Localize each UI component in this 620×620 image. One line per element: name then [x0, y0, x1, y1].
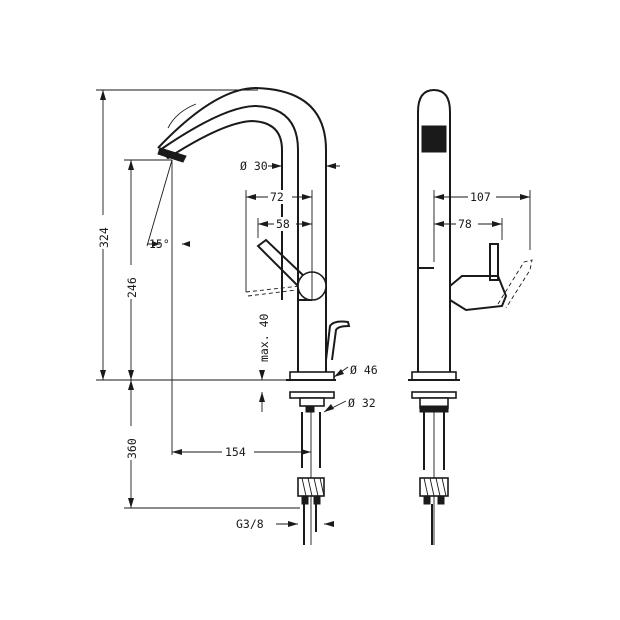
dim-g38: G3/8 — [236, 517, 264, 531]
dim-diameter-30: Ø 30 — [240, 159, 268, 173]
mount-flange — [289, 391, 335, 399]
threaded-stem — [301, 412, 321, 468]
dim-246: 246 — [125, 277, 139, 298]
dim-72: 72 — [270, 190, 284, 204]
dim-58: 58 — [276, 217, 290, 231]
dim-78: 78 — [458, 217, 472, 231]
side-spout-outline — [417, 88, 451, 372]
side-base-ring — [411, 371, 457, 381]
spout-outer — [157, 86, 327, 372]
dim-360: 360 — [125, 438, 139, 459]
dim-diameter-46: Ø 46 — [350, 363, 378, 377]
dim-154: 154 — [225, 445, 246, 459]
dim-15deg: 15° — [149, 237, 170, 251]
side-aerator — [421, 125, 447, 153]
dim-324: 324 — [97, 227, 111, 248]
dim-diameter-32: Ø 32 — [348, 396, 376, 410]
spout-nozzle — [157, 147, 187, 163]
dim-max40: max. 40 — [257, 313, 271, 362]
dim-107: 107 — [470, 190, 491, 204]
side-dimensions: 107 78 — [433, 190, 531, 262]
hose-connector — [297, 477, 325, 545]
front-dimensions: 324 246 15° Ø 30 72 58 — [95, 89, 378, 531]
side-lever — [489, 243, 499, 281]
side-view — [408, 88, 533, 545]
base-ring — [289, 371, 335, 381]
front-view — [157, 86, 351, 545]
